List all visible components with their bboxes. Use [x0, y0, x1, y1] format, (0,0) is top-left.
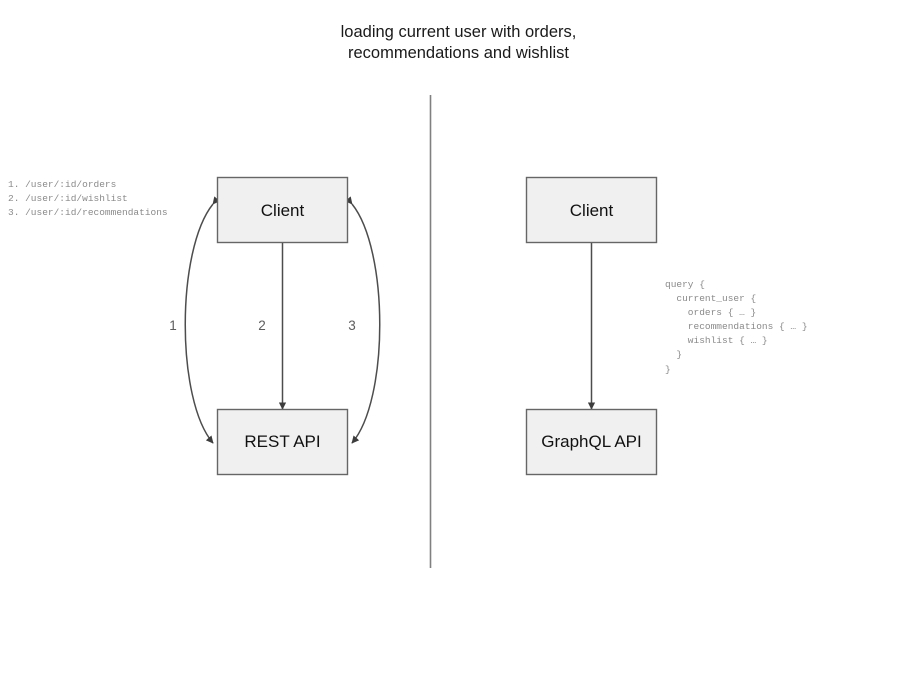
rest-edge-label-3: 3 [348, 318, 356, 333]
node-rest-api-box [216, 408, 349, 476]
node-graphql-api[interactable]: GraphQL API [525, 408, 658, 476]
node-client-rest[interactable]: Client [216, 176, 349, 244]
node-client-graphql[interactable]: Client [525, 176, 658, 244]
rest-edge-3-curve [344, 196, 381, 444]
node-client-rest-label: Client [261, 201, 305, 220]
graphql-query-block: query { current_user { orders { … } reco… [665, 279, 808, 375]
node-client-graphql-box [525, 176, 658, 244]
rest-edge-label-2: 2 [258, 318, 266, 333]
diagram-title: loading current user with orders,recomme… [340, 23, 577, 62]
node-client-rest-box [216, 176, 349, 244]
node-rest-api[interactable]: REST API [216, 408, 349, 476]
node-graphql-api-box [525, 408, 658, 476]
rest-edge-1-curve [184, 196, 221, 444]
rest-endpoint-list: 1. /user/:id/orders 2. /user/:id/wishlis… [8, 179, 168, 219]
node-client-graphql-label: Client [570, 201, 614, 220]
rest-edge-label-1: 1 [169, 318, 177, 333]
node-graphql-api-label: GraphQL API [541, 432, 641, 451]
node-rest-api-label: REST API [244, 432, 320, 451]
